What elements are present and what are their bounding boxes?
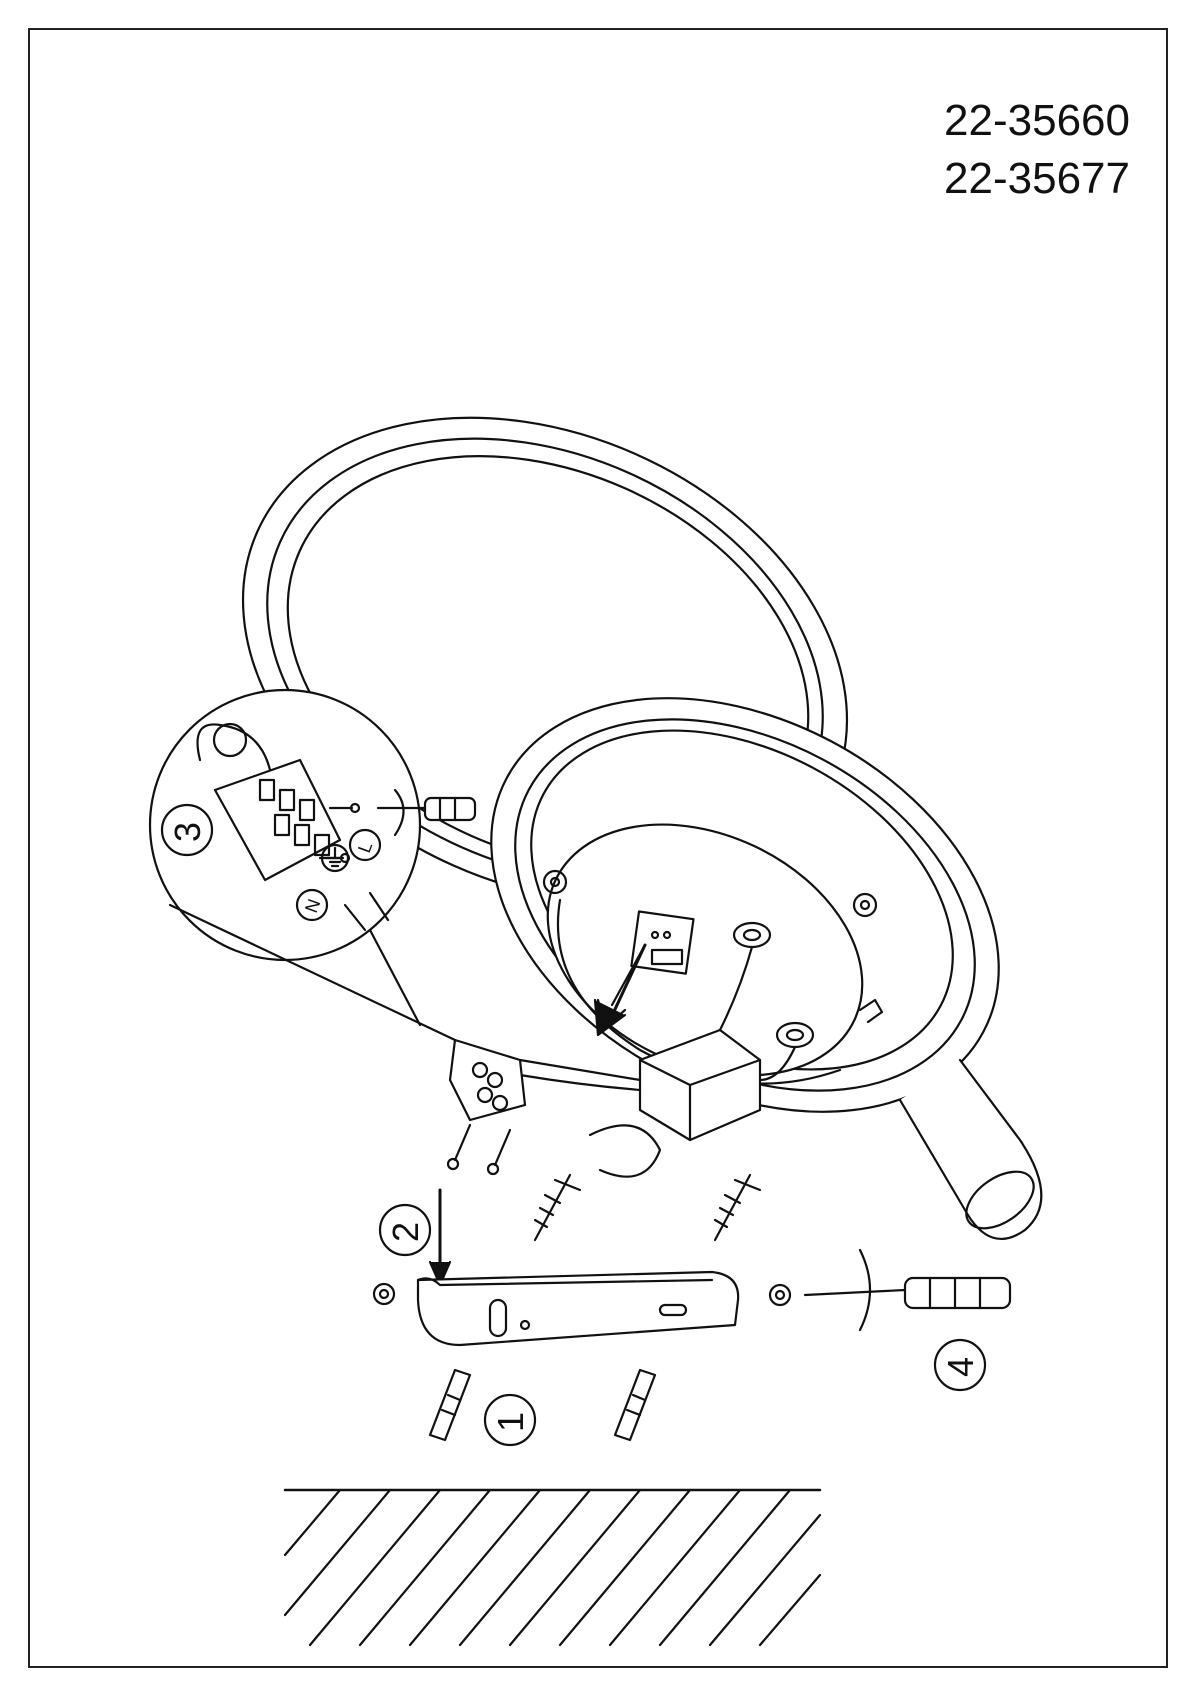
wall-plug-icon: [428, 1368, 472, 1442]
rotate-arrow-icon: [393, 788, 405, 837]
svg-text:N: N: [301, 896, 324, 915]
ground-symbol-icon: [320, 843, 350, 873]
screw-icon: [713, 1173, 762, 1242]
page-border: [28, 28, 1168, 1668]
mounting-bracket: [416, 1270, 740, 1347]
lamp-canopy: [490, 697, 1043, 1240]
screw-icon: [533, 1173, 582, 1242]
screw-icon: [446, 1123, 512, 1176]
screw-icon: [768, 1283, 792, 1307]
step-1-label: 1: [483, 1393, 537, 1447]
model-number-2: 22-35677: [944, 154, 1130, 203]
step-3-label: 3: [160, 803, 214, 857]
screw-icon: [372, 1282, 396, 1306]
model-number-1: 22-35660: [944, 96, 1130, 145]
step-2-arrow-icon: [428, 1188, 452, 1287]
screwdriver-icon: [376, 796, 477, 822]
wall-plug-icon: [613, 1368, 657, 1442]
step-2-label: 2: [378, 1203, 432, 1257]
svg-text:2: 2: [385, 1222, 426, 1242]
model-numbers: 22-35660 22-35677: [944, 92, 1130, 208]
svg-text:3: 3: [167, 822, 208, 842]
rotate-arrow-icon: [588, 1124, 662, 1178]
wall-surface: [283, 1488, 822, 1647]
terminal-block: [448, 1038, 527, 1122]
mount-arrow-icon: [593, 943, 647, 1037]
screwdriver-icon: [803, 1276, 1012, 1310]
svg-text:1: 1: [490, 1412, 531, 1432]
rotate-arrow-icon: [858, 1248, 872, 1332]
step-4-label: 4: [933, 1338, 987, 1392]
terminal-label-n: N: [295, 888, 329, 922]
svg-text:4: 4: [940, 1357, 981, 1377]
wiring-detail-magnifier: [148, 688, 457, 1042]
